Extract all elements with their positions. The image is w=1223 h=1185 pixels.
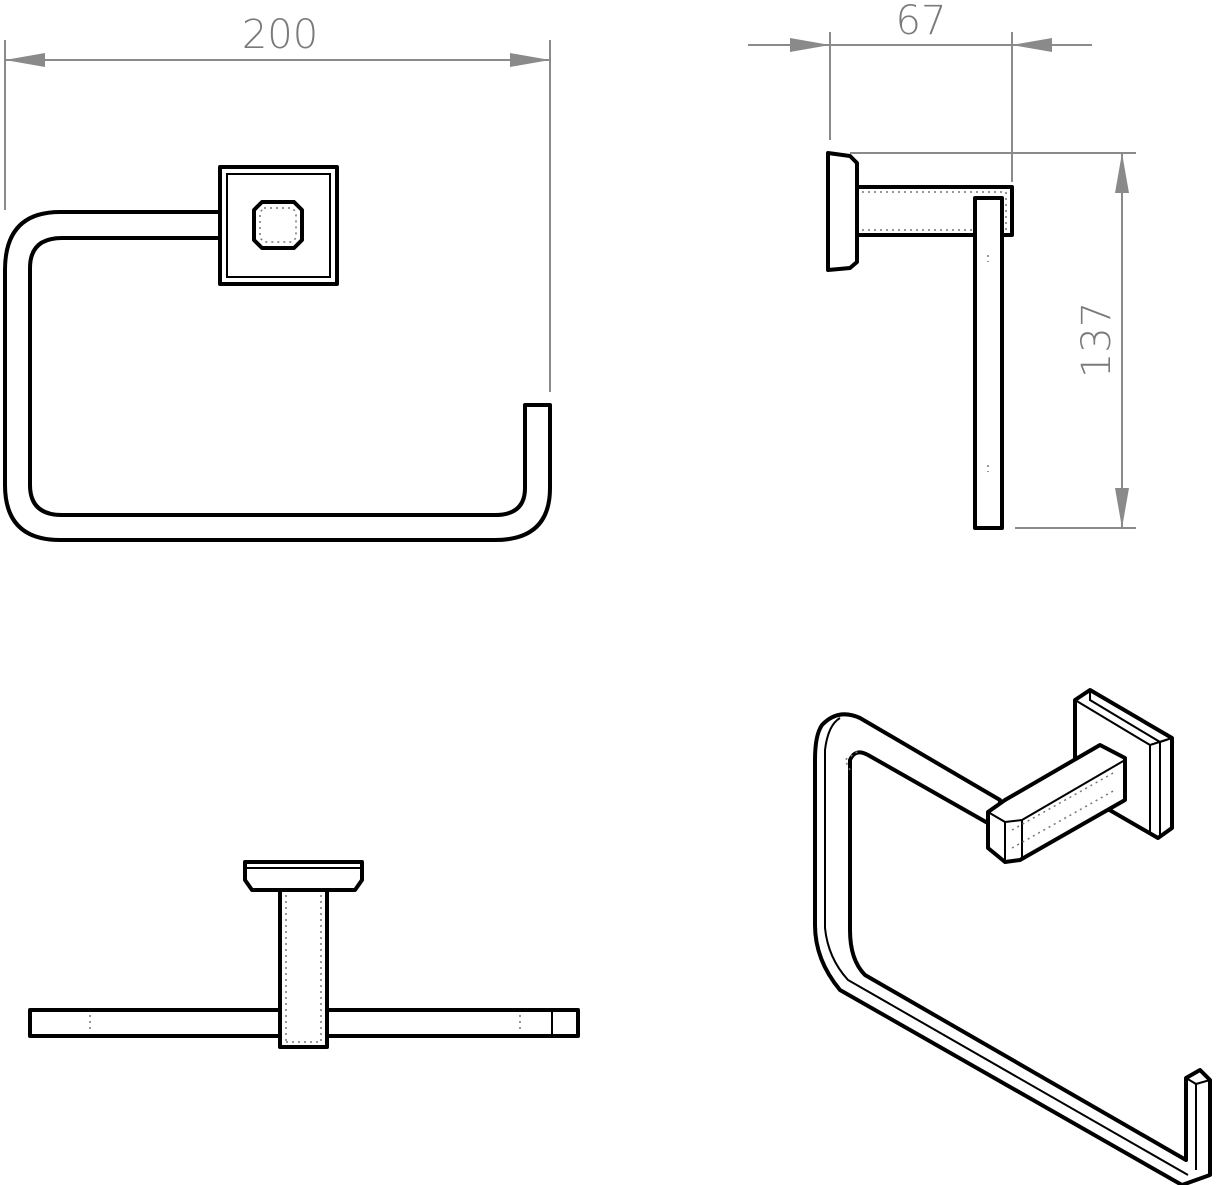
top-view xyxy=(28,860,580,1049)
side-view: 67 137 xyxy=(748,0,1136,530)
height-dimension-label: 137 xyxy=(1074,302,1120,378)
depth-dimension-label: 67 xyxy=(896,0,947,44)
front-view: 200 xyxy=(3,12,552,542)
width-dimension-label: 200 xyxy=(242,12,318,58)
isometric-view xyxy=(813,688,1212,1185)
